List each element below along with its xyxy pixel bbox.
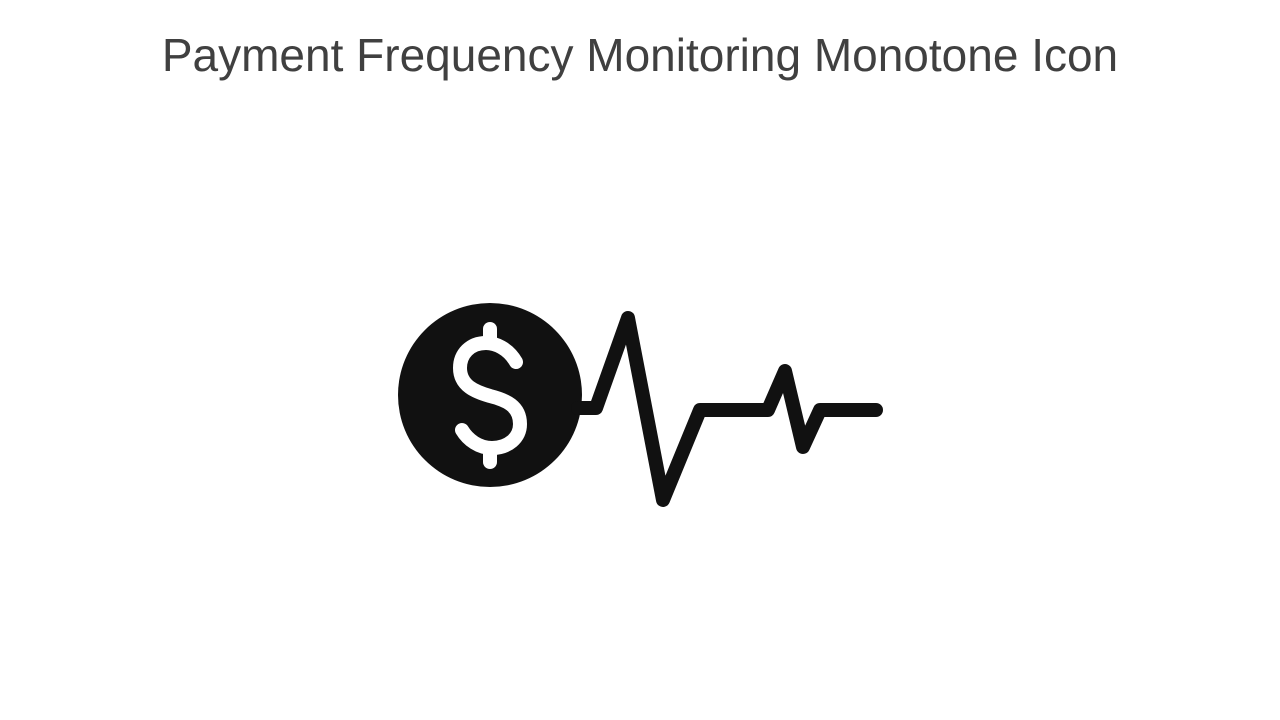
dollar-coin-icon: [398, 303, 582, 487]
pulse-line-icon: [571, 311, 883, 507]
slide-title: Payment Frequency Monitoring Monotone Ic…: [161, 29, 1119, 81]
